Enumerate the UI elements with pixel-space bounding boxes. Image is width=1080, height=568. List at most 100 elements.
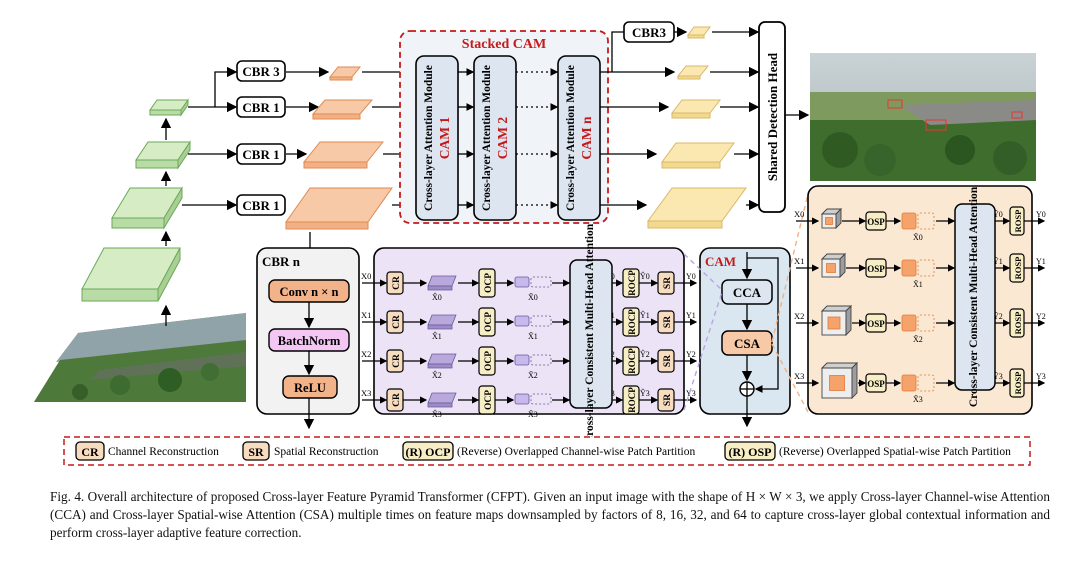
batchnorm-label: BatchNorm — [278, 334, 341, 348]
patch-token — [514, 393, 530, 405]
cca-rows: X0CRX̂0OCPX̃0Ỹ0ROCPŶ0SRY0X1CRX̂1OCPX̃1Ỹ1… — [361, 268, 698, 419]
patch-token — [514, 315, 530, 327]
yellow-features — [647, 26, 747, 229]
cube — [845, 304, 852, 337]
csa-ytil-label: Ỹ2 — [993, 311, 1003, 321]
cbr3-label: CBR3 — [632, 25, 666, 40]
patch-token — [530, 393, 552, 405]
cube-patch — [829, 375, 845, 391]
rocp-label: ROCP — [627, 387, 637, 413]
rosp-label: ROSP — [1013, 312, 1023, 335]
cca-yhat-label: Ŷ2 — [640, 349, 650, 359]
feature-map — [427, 314, 457, 326]
cca-output-label: Y0 — [686, 272, 696, 281]
rosp-label: ROSP — [1013, 210, 1023, 233]
csa-input-label: X2 — [794, 311, 804, 321]
green-pyramid — [81, 98, 191, 302]
patch-token — [901, 374, 917, 392]
osp-label: OSP — [867, 217, 885, 227]
cbr-left-label: CBR 1 — [242, 198, 279, 213]
patch-token — [917, 374, 935, 392]
csa-input-label: X0 — [794, 209, 804, 219]
cam-label: Cross-layer Attention Module — [481, 65, 493, 211]
osp-label: OSP — [867, 264, 885, 274]
cca-xhat-label: X̂3 — [432, 408, 442, 419]
rocp-label: ROCP — [627, 348, 637, 374]
input-image — [34, 313, 246, 402]
cca-output-label: Y2 — [686, 350, 696, 359]
cca-label: CCA — [733, 285, 762, 300]
cbr-n-title: CBR n — [262, 254, 301, 269]
cube-patch — [825, 217, 833, 225]
legend-box — [63, 436, 1031, 466]
legend-text: (Reverse) Overlapped Spatial-wise Patch … — [779, 446, 1011, 458]
sr-label: SR — [663, 394, 673, 406]
csa-output-label: Y0 — [1036, 210, 1046, 219]
cube-patch — [826, 263, 836, 273]
patch-token — [530, 315, 552, 327]
patch-token — [917, 314, 935, 332]
legend-tag: (R) OSP — [729, 445, 772, 459]
ocp-label: OCP — [484, 390, 494, 410]
feature-map — [427, 392, 457, 404]
patch-token — [514, 354, 530, 366]
cca-attention-label: Cross-layer Consistent Multi-Head Attent… — [584, 223, 596, 444]
cam-module-2: Cross-layer Attention Module CAM 2 — [473, 55, 517, 221]
relu-box — [282, 375, 338, 399]
cbr3-box — [623, 21, 675, 43]
cam-name: CAM 1 — [437, 117, 452, 160]
cca-yhat-label: Ŷ3 — [640, 388, 650, 398]
cca-input-label: X1 — [361, 310, 371, 320]
stacked-cam-title: Stacked CAM — [462, 37, 546, 52]
cam-module-1: Cross-layer Attention Module CAM 1 — [415, 55, 459, 221]
legend-item: (R) OCP (Reverse) Overlapped Channel-wis… — [402, 441, 695, 461]
cam-name: CAM n — [579, 116, 594, 160]
patch-token — [901, 314, 917, 332]
feature-map — [427, 275, 457, 287]
cr-label: CR — [392, 315, 402, 329]
patch-token — [901, 259, 917, 277]
cca-xtil-label: X̃2 — [528, 370, 538, 380]
csa-attention-label: Cross-layer Consistent Multi-Head Attent… — [968, 186, 980, 407]
csa-input-label: X1 — [794, 256, 804, 266]
feature-map — [427, 363, 453, 369]
osp-label: OSP — [867, 379, 885, 389]
cca-xhat-label: X̂2 — [432, 369, 442, 380]
ocp-label: OCP — [484, 351, 494, 371]
cca-xtil-label: X̃0 — [528, 292, 538, 302]
cube — [820, 362, 859, 369]
cca-input-label: X0 — [361, 271, 371, 281]
head-label: Shared Detection Head — [765, 52, 780, 181]
patch-token — [917, 259, 935, 277]
cube — [835, 207, 842, 230]
cca-xtil-label: X̃1 — [528, 331, 538, 341]
cca-attention-box — [569, 259, 613, 409]
csa-label: CSA — [734, 336, 761, 351]
cam-block-title: CAM — [705, 254, 736, 269]
legend-text: Spatial Reconstruction — [274, 446, 379, 458]
csa-output-label: Y2 — [1036, 312, 1046, 321]
cam-module-n: Cross-layer Attention Module CAM n — [557, 55, 601, 221]
cca-yhat-label: Ŷ1 — [640, 310, 650, 320]
patch-token — [514, 276, 530, 288]
csa-attention-box — [954, 203, 996, 391]
cam-label: Cross-layer Attention Module — [423, 65, 435, 211]
rocp-label: ROCP — [627, 309, 637, 335]
patch-token — [530, 276, 552, 288]
cca-output-label: Y1 — [686, 311, 696, 320]
rosp-label: ROSP — [1013, 372, 1023, 395]
legend-tag: SR — [248, 445, 264, 459]
sr-label: SR — [663, 277, 673, 289]
conv-label: Conv n × n — [280, 285, 339, 299]
cbr-left-label: CBR 3 — [242, 64, 280, 79]
patch-token — [901, 212, 917, 230]
cbr-left-boxes: CBR 3 CBR 1 CBR 1 CBR 1 — [236, 60, 286, 216]
cca-xtil-label: X̃3 — [528, 409, 538, 419]
figure-caption: Fig. 4. Overall architecture of proposed… — [50, 489, 1050, 540]
feature-map — [427, 285, 453, 291]
